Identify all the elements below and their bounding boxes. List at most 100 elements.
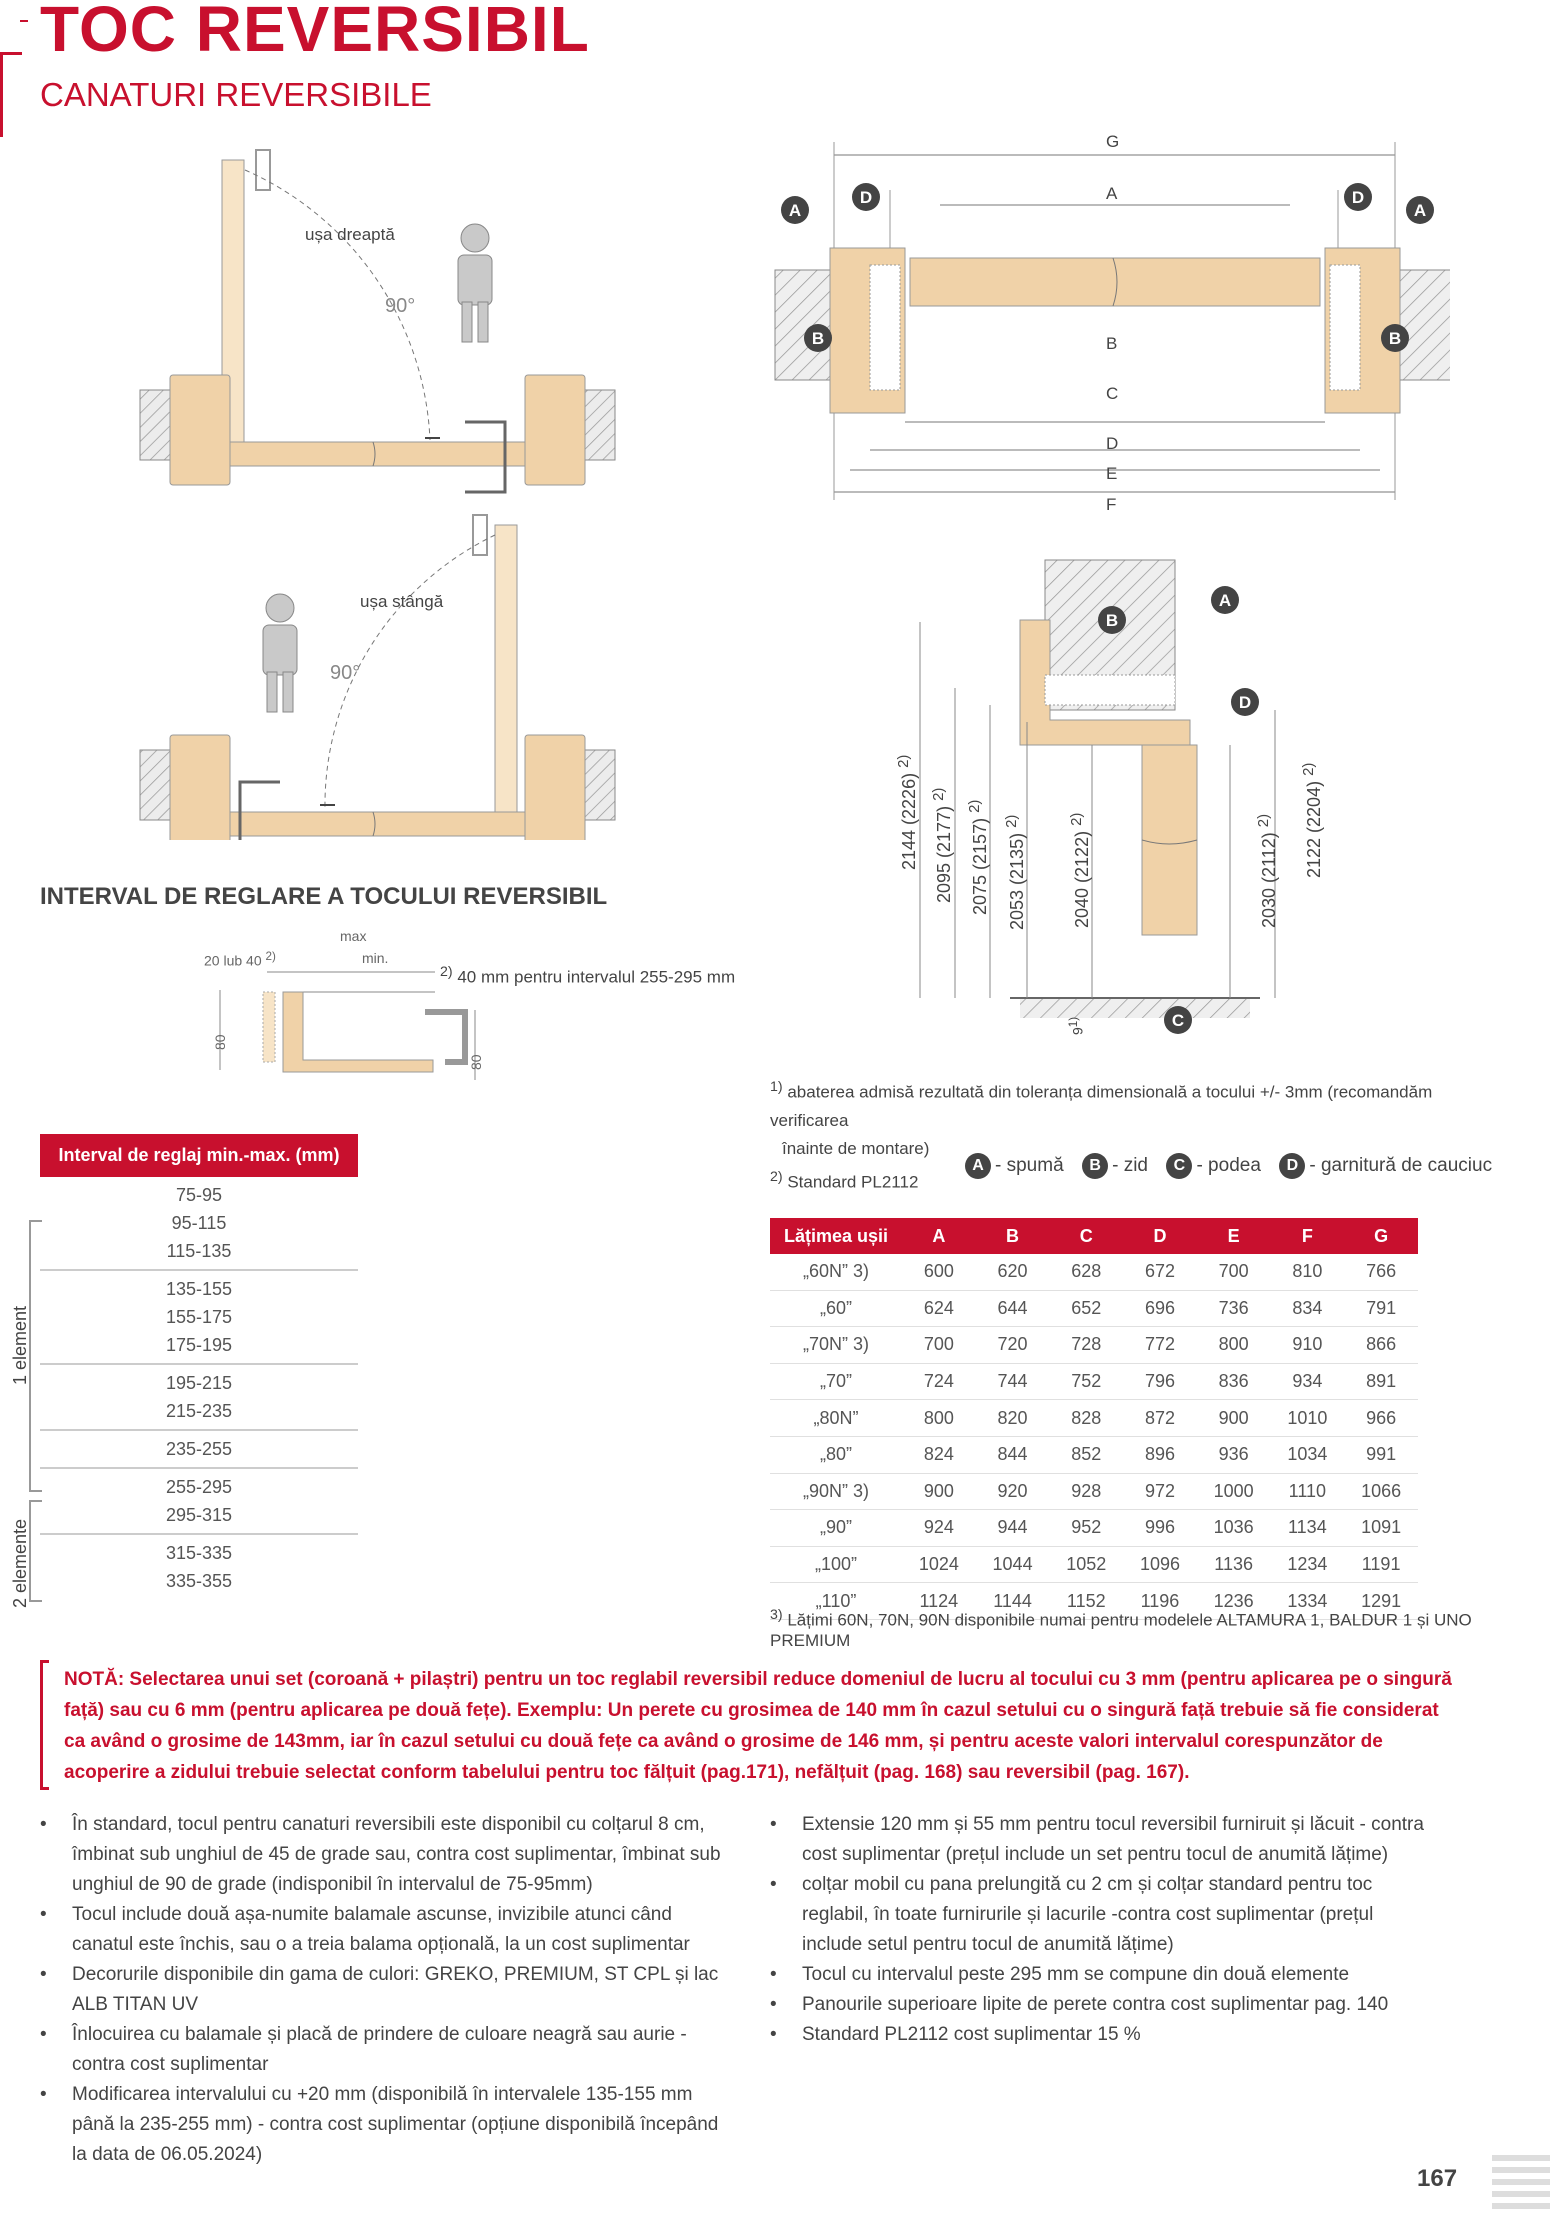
page-title: TOC REVERSIBIL bbox=[40, 0, 590, 65]
dimension-cell: 828 bbox=[1049, 1399, 1124, 1437]
dimension-cell: 1010 bbox=[1270, 1399, 1345, 1437]
dim-80-right: 80 bbox=[468, 1054, 484, 1070]
header-accent-top bbox=[0, 52, 22, 55]
height-dim-7: 2122 (2204) 2) bbox=[1300, 762, 1324, 878]
dimension-cell: 996 bbox=[1123, 1509, 1197, 1547]
element-brackets bbox=[29, 1220, 42, 1602]
dim-letter-c: C bbox=[1106, 384, 1119, 403]
dimension-cell: 696 bbox=[1123, 1290, 1197, 1328]
leaf-vertical bbox=[1141, 744, 1198, 936]
height-dim-6: 2030 (2112) 2) bbox=[1255, 813, 1279, 928]
svg-text:A: A bbox=[1414, 201, 1426, 220]
dimension-cell: 900 bbox=[902, 1473, 976, 1511]
bullets-right: Extensie 120 mm și 55 mm pentru tocul re… bbox=[770, 1810, 1430, 2050]
door-width-cell: „110” bbox=[770, 1582, 902, 1620]
door-leaf-closed bbox=[229, 441, 526, 467]
dimension-cell: 1144 bbox=[975, 1582, 1050, 1620]
dimension-cell: 1096 bbox=[1123, 1546, 1197, 1584]
dimension-cell: 628 bbox=[1049, 1254, 1124, 1291]
svg-text:D: D bbox=[1239, 693, 1251, 712]
footnote-3: 3) Lățimi 60N, 70N, 90N disponibile numa… bbox=[770, 1607, 1472, 1650]
dimension-cell: 824 bbox=[902, 1436, 976, 1474]
dimension-cell: 700 bbox=[1196, 1254, 1271, 1291]
door-right-label: ușa dreaptă bbox=[305, 225, 395, 244]
list-item: Panourile superioare lipite de perete co… bbox=[770, 1990, 1430, 2020]
side-label-2-elements: 2 elemente bbox=[10, 1518, 30, 1608]
svg-text:B: B bbox=[1106, 611, 1118, 630]
height-dim-1: 2144 (2226) 2) bbox=[895, 754, 919, 870]
height-dim-4: 2053 (2135) 2) bbox=[1003, 814, 1027, 930]
bullets-left: În standard, tocul pentru canaturi rever… bbox=[40, 1810, 730, 2170]
list-item: Înlocuirea cu balamale și placă de prind… bbox=[40, 2020, 730, 2080]
door-swing-diagram bbox=[139, 149, 616, 840]
max-label: max bbox=[340, 928, 367, 944]
swing-arc bbox=[244, 169, 431, 441]
dimension-cell: 891 bbox=[1344, 1363, 1418, 1401]
list-item: Tocul cu intervalul peste 295 mm se comp… bbox=[770, 1960, 1430, 1990]
list-item: colțar mobil cu pana prelungită cu 2 cm … bbox=[770, 1870, 1430, 1960]
offset-label: 20 lub 40 2) bbox=[204, 950, 276, 969]
angle-label: 90° bbox=[385, 295, 416, 317]
dimension-cell: 1136 bbox=[1196, 1546, 1271, 1584]
door-width-cell: „100” bbox=[770, 1546, 902, 1584]
door-width-cell: „90N” 3) bbox=[770, 1473, 902, 1511]
vertical-section-diagram: B A D C bbox=[919, 559, 1276, 1034]
svg-text:B: B bbox=[1389, 329, 1401, 348]
dimension-cell: 1110 bbox=[1270, 1473, 1345, 1511]
dimension-cell: 972 bbox=[1123, 1473, 1197, 1511]
dimension-cell: 966 bbox=[1344, 1399, 1418, 1437]
dimension-cell: 896 bbox=[1123, 1436, 1197, 1474]
floor bbox=[1020, 998, 1250, 1018]
dimension-cell: 834 bbox=[1270, 1290, 1345, 1328]
interval-group: 235-255 bbox=[40, 1431, 358, 1469]
dimension-cell: 620 bbox=[975, 1254, 1050, 1291]
dimension-cell: 924 bbox=[902, 1509, 976, 1547]
door-width-cell: „60N” 3) bbox=[770, 1254, 902, 1291]
dimension-cell: 1000 bbox=[1196, 1473, 1271, 1511]
dim-letter-g: G bbox=[1106, 132, 1120, 151]
dimension-cell: 744 bbox=[975, 1363, 1050, 1401]
frame-cross-section: A D D A B B bbox=[774, 142, 1450, 500]
dimension-cell: 752 bbox=[1049, 1363, 1124, 1401]
door-left-label: ușa stângă bbox=[360, 592, 444, 611]
dimension-cell: 1334 bbox=[1270, 1582, 1345, 1620]
legend-item-zid: B- zid bbox=[1082, 1153, 1148, 1179]
dimension-cell: 872 bbox=[1123, 1399, 1197, 1437]
section-title-interval: INTERVAL DE REGLARE A TOCULUI REVERSIBIL bbox=[40, 883, 608, 910]
legend-item-spuma: A- spumă bbox=[965, 1153, 1064, 1179]
svg-text:B: B bbox=[812, 329, 824, 348]
dimension-cell: 1234 bbox=[1270, 1546, 1345, 1584]
dimension-cell: 944 bbox=[975, 1509, 1050, 1547]
dimension-cell: 791 bbox=[1344, 1290, 1418, 1328]
dimension-cell: 934 bbox=[1270, 1363, 1345, 1401]
dimension-cell: 1196 bbox=[1123, 1582, 1197, 1620]
door-width-cell: „80” bbox=[770, 1436, 902, 1474]
list-item: Extensie 120 mm și 55 mm pentru tocul re… bbox=[770, 1810, 1430, 1870]
svg-text:A: A bbox=[789, 201, 801, 220]
dimension-cell: 852 bbox=[1049, 1436, 1124, 1474]
dimension-cell: 1034 bbox=[1270, 1436, 1345, 1474]
dimension-cell: 1134 bbox=[1270, 1509, 1345, 1547]
svg-text:D: D bbox=[1352, 188, 1364, 207]
dimension-cell: 1152 bbox=[1049, 1582, 1124, 1620]
list-item: Modificarea intervalului cu +20 mm (disp… bbox=[40, 2080, 730, 2170]
dimension-cell: 1291 bbox=[1344, 1582, 1418, 1620]
corner-stripes bbox=[1492, 2155, 1550, 2215]
height-dim-3: 2075 (2157) 2) bbox=[966, 799, 990, 915]
dimension-cell: 720 bbox=[975, 1326, 1050, 1364]
dimension-cell: 1091 bbox=[1344, 1509, 1418, 1547]
dim-letter-a: A bbox=[1106, 184, 1118, 203]
dimension-cell: 1124 bbox=[902, 1582, 976, 1620]
svg-text:D: D bbox=[860, 188, 872, 207]
interval-table-header: Interval de reglaj min.-max. (mm) bbox=[40, 1134, 358, 1177]
